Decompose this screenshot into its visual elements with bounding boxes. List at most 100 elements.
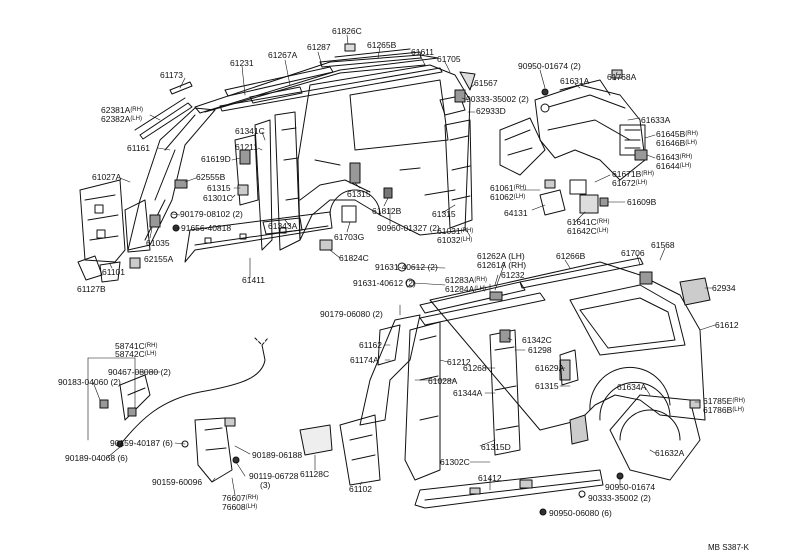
part-label: 61162 <box>359 340 383 350</box>
part-label: 61261A (RH) <box>477 260 527 270</box>
quarter-panel-upper <box>297 64 476 251</box>
part-label: 61826C <box>332 26 362 36</box>
part-label: 61315 <box>347 189 371 199</box>
part-label: 61343A <box>268 221 298 231</box>
part-label: 62555B <box>196 172 226 182</box>
part-label: 61642C(LH) <box>567 226 609 236</box>
part-label: (3) <box>260 480 271 490</box>
part-label: 61612 <box>715 320 739 330</box>
part-label: 61174A <box>350 355 379 365</box>
part-label: 61032(LH) <box>437 235 473 245</box>
rear-wheel-house-parts <box>499 69 648 216</box>
part-label: 61315 <box>432 209 456 219</box>
part-label: 61035 <box>146 238 170 248</box>
part-label: 64131 <box>504 208 528 218</box>
part-label: 61315 <box>535 381 559 391</box>
part-label: 61267A <box>268 50 298 60</box>
part-label: 61128C <box>300 469 330 479</box>
part-label: 62933D <box>476 106 506 116</box>
part-label: 61619D <box>201 154 231 164</box>
part-label: 61027A <box>92 172 122 182</box>
part-label: 90183-04060 (2) <box>58 377 121 387</box>
part-label: 61672(LH) <box>612 178 648 188</box>
part-label: 61315D <box>481 442 511 452</box>
part-label: 90333-35002 (2) <box>466 94 529 104</box>
part-label: 61632A <box>655 448 685 458</box>
part-label: 61284A(LH) <box>445 284 486 294</box>
part-label: 90950-01674 (2) <box>518 61 581 71</box>
part-label: 61344A <box>453 388 483 398</box>
part-label: 61028A <box>428 376 458 386</box>
part-label: 61302C <box>440 457 470 467</box>
part-label: 90960-01327 (2) <box>377 223 440 233</box>
part-label: 61633A <box>641 115 671 125</box>
part-label: 61705 <box>437 54 461 64</box>
part-label: 61127B <box>77 284 106 294</box>
part-label: 61231 <box>230 58 254 68</box>
part-label: 61102 <box>349 484 373 494</box>
part-label: 62381A(RH) <box>101 105 143 115</box>
part-label: 91656-40818 <box>181 223 232 233</box>
part-label: 61411 <box>242 275 266 285</box>
part-label: 58741C(RH) <box>115 341 158 351</box>
part-label: 90950-01674 <box>605 482 656 492</box>
part-label: 61568 <box>651 240 675 250</box>
part-label: 90333-35002 (2) <box>588 493 651 503</box>
part-label: 90179-06080 (2) <box>320 309 383 319</box>
roof-rail-parts <box>134 43 443 140</box>
part-label: 61232 <box>501 270 525 280</box>
part-label: 62382A(LH) <box>101 114 142 124</box>
part-label: 62934 <box>712 283 736 293</box>
part-label: 61645B(RH) <box>656 129 698 139</box>
part-label: 61609B <box>627 197 657 207</box>
part-label: 61062(LH) <box>490 192 526 202</box>
part-label: 61173 <box>160 70 184 80</box>
front-pillar-parts <box>77 107 216 283</box>
part-label: 61706 <box>621 248 645 258</box>
part-label: 61646B(LH) <box>656 138 697 148</box>
part-label: 90189-06188 <box>252 450 303 460</box>
part-label: 76608(LH) <box>222 502 258 512</box>
part-label: 90189-04068 (6) <box>65 453 128 463</box>
part-label: 61101 <box>102 267 126 277</box>
part-label: 61342C <box>522 335 552 345</box>
part-label: 61211 <box>235 142 259 152</box>
part-label: 61644(LH) <box>656 161 692 171</box>
part-label: 61262A (LH) <box>477 251 525 261</box>
part-label: 61634A <box>617 382 647 392</box>
part-label: 61812B <box>372 206 402 216</box>
part-label: 61031(RH) <box>437 226 474 236</box>
part-label: 61785E(RH) <box>703 396 745 406</box>
part-label: 61287 <box>307 42 331 52</box>
part-label: 76607(RH) <box>222 493 259 503</box>
part-label: 61266B <box>556 251 586 261</box>
part-label: 91631-40612 (2) <box>353 278 416 288</box>
part-label: 61768A <box>607 72 637 82</box>
part-label: 61611 <box>411 47 435 57</box>
part-label: 61786B(LH) <box>703 405 744 415</box>
part-label: 62155A <box>144 254 174 264</box>
part-label: 90119-06728 <box>249 471 299 481</box>
part-label: 61268 <box>463 363 487 373</box>
part-label: 90467-08080 (2) <box>108 367 171 377</box>
lower-pillar-parts <box>299 314 604 516</box>
part-label: 58742C(LH) <box>115 349 157 359</box>
part-label: 61703G <box>334 232 365 242</box>
part-label: 61283A(RH) <box>445 275 487 285</box>
part-label: 61301C <box>203 193 233 203</box>
part-label: 61671B(RH) <box>612 169 654 179</box>
part-label: 61265B <box>367 40 397 50</box>
part-label: 61315 <box>207 183 231 193</box>
part-label: 61341C <box>235 126 265 136</box>
part-label: 61629A <box>535 363 565 373</box>
part-label: 90159-40187 (6) <box>110 438 173 448</box>
part-label: 61161 <box>127 143 151 153</box>
part-label: 61061(RH) <box>490 183 527 193</box>
part-label: 91631-40612 (2) <box>375 262 438 272</box>
part-label: 61412 <box>478 473 502 483</box>
part-label: 61631A <box>560 76 590 86</box>
diagram-reference-code: MB S387-K <box>708 543 749 552</box>
part-label: 61567 <box>474 78 498 88</box>
